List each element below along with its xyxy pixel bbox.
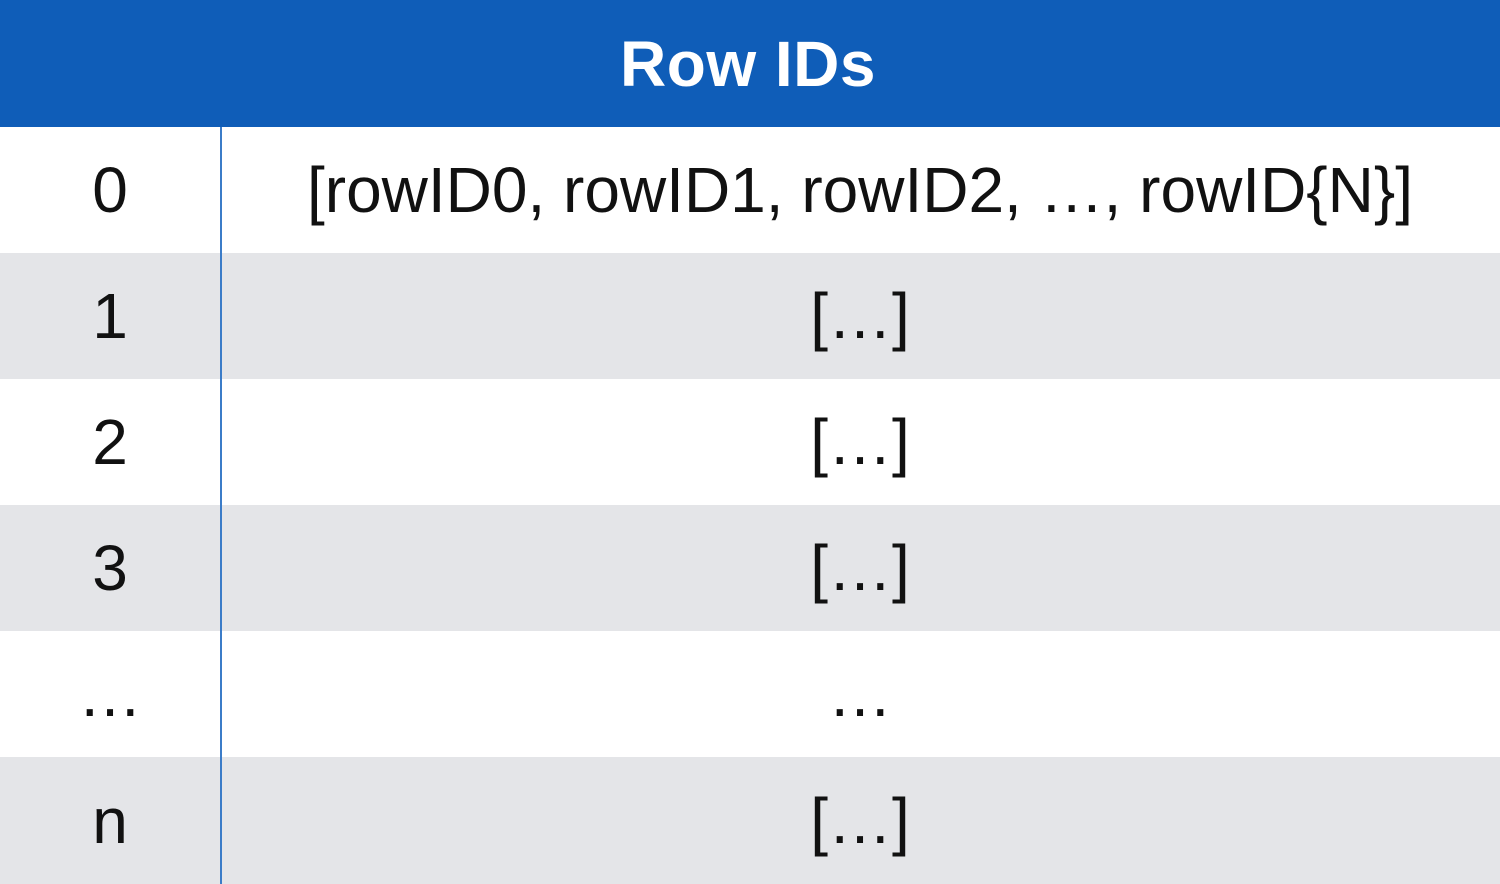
table-row: 1 […] (0, 253, 1500, 379)
row-index: n (92, 784, 128, 857)
row-index: 0 (92, 154, 128, 226)
row-index: … (78, 658, 142, 730)
row-value: […] (810, 406, 910, 478)
row-value: […] (810, 280, 910, 352)
table-header: Row IDs (0, 0, 1500, 127)
row-index: 1 (92, 280, 128, 352)
table-row: … … (0, 631, 1500, 757)
table-row: 0 [rowID0, rowID1, rowID2, …, rowID{N}] (0, 127, 1500, 253)
row-value: […] (810, 532, 910, 604)
row-index: 2 (92, 406, 128, 478)
row-value: […] (810, 784, 910, 857)
row-value: [rowID0, rowID1, rowID2, …, rowID{N}] (306, 154, 1414, 226)
row-index: 3 (92, 532, 128, 604)
column-divider (220, 127, 222, 884)
header-title: Row IDs (620, 27, 876, 100)
row-value: … (828, 658, 892, 730)
table-row: 2 […] (0, 379, 1500, 505)
table-row: n […] (0, 757, 1500, 884)
table-row: 3 […] (0, 505, 1500, 631)
